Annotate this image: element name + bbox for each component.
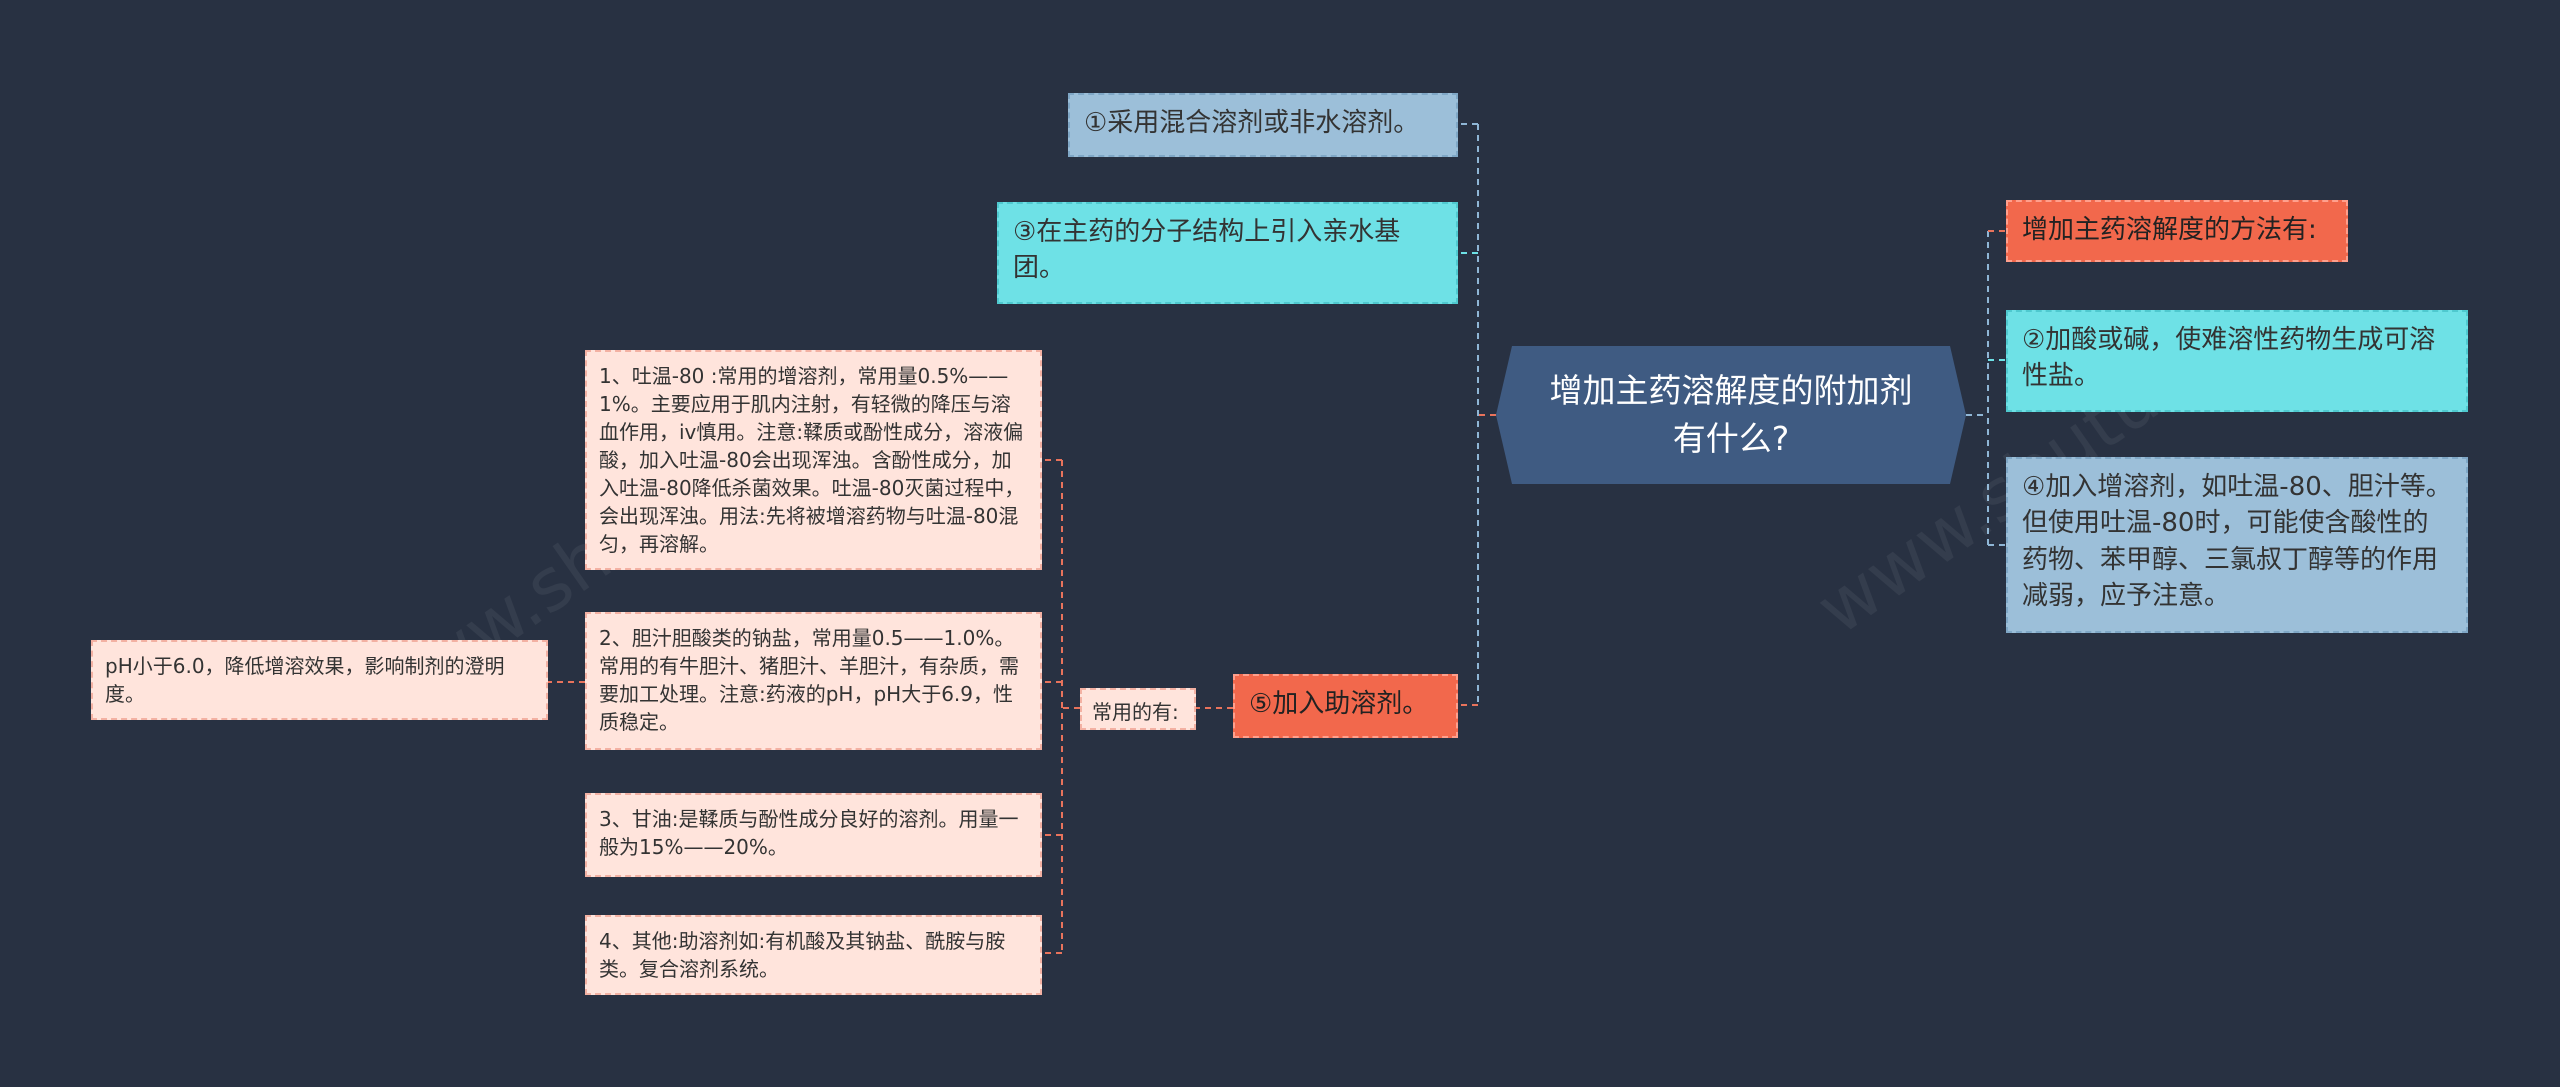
- branch-node-2-text: ②加酸或碱，使难溶性药物生成可溶性盐。: [2022, 325, 2436, 392]
- ph-note-text: pH小于6.0，降低增溶效果，影响制剂的澄明度。: [105, 654, 505, 706]
- methods-heading[interactable]: 增加主药溶解度的方法有:: [2006, 200, 2348, 262]
- root-title: 增加主药溶解度的附加剂有什么?: [1549, 371, 1913, 458]
- branch-node-5[interactable]: ⑤加入助溶剂。: [1233, 674, 1458, 738]
- cosolvent-item-4-text: 4、其他:助溶剂如:有机酸及其钠盐、酰胺与胺类。复合溶剂系统。: [599, 929, 1006, 981]
- cosolvent-item-2-text: 2、胆汁胆酸类的钠盐，常用量0.5——1.0%。常用的有牛胆汁、猪胆汁、羊胆汁，…: [599, 626, 1019, 734]
- root-node[interactable]: 增加主药溶解度的附加剂有什么?: [1496, 346, 1966, 484]
- branch-node-3-text: ③在主药的分子结构上引入亲水基团。: [1013, 217, 1401, 284]
- cosolvent-item-1[interactable]: 1、吐温-80 :常用的增溶剂，常用量0.5%——1%。主要应用于肌内注射，有轻…: [585, 350, 1042, 570]
- branch-node-4-text: ④加入增溶剂，如吐温-80、胆汁等。但使用吐温-80时，可能使含酸性的药物、苯甲…: [2022, 472, 2452, 612]
- methods-heading-text: 增加主药溶解度的方法有:: [2022, 215, 2317, 245]
- branch-node-1[interactable]: ①采用混合溶剂或非水溶剂。: [1068, 93, 1458, 157]
- branch-node-5-text: ⑤加入助溶剂。: [1249, 689, 1429, 719]
- cosolvent-item-4[interactable]: 4、其他:助溶剂如:有机酸及其钠盐、酰胺与胺类。复合溶剂系统。: [585, 915, 1042, 995]
- cosolvent-item-1-text: 1、吐温-80 :常用的增溶剂，常用量0.5%——1%。主要应用于肌内注射，有轻…: [599, 364, 1025, 556]
- cosolvent-item-2[interactable]: 2、胆汁胆酸类的钠盐，常用量0.5——1.0%。常用的有牛胆汁、猪胆汁、羊胆汁，…: [585, 612, 1042, 750]
- cosolvent-item-3-text: 3、甘油:是鞣质与酚性成分良好的溶剂。用量一般为15%——20%。: [599, 807, 1019, 859]
- branch-node-4[interactable]: ④加入增溶剂，如吐温-80、胆汁等。但使用吐温-80时，可能使含酸性的药物、苯甲…: [2006, 457, 2468, 633]
- cosolvent-item-3[interactable]: 3、甘油:是鞣质与酚性成分良好的溶剂。用量一般为15%——20%。: [585, 793, 1042, 877]
- cosolvent-label-text: 常用的有:: [1092, 700, 1179, 724]
- cosolvent-label[interactable]: 常用的有:: [1080, 688, 1196, 730]
- branch-node-3[interactable]: ③在主药的分子结构上引入亲水基团。: [997, 202, 1458, 304]
- ph-note[interactable]: pH小于6.0，降低增溶效果，影响制剂的澄明度。: [91, 640, 548, 720]
- branch-node-2[interactable]: ②加酸或碱，使难溶性药物生成可溶性盐。: [2006, 310, 2468, 412]
- branch-node-1-text: ①采用混合溶剂或非水溶剂。: [1084, 108, 1420, 138]
